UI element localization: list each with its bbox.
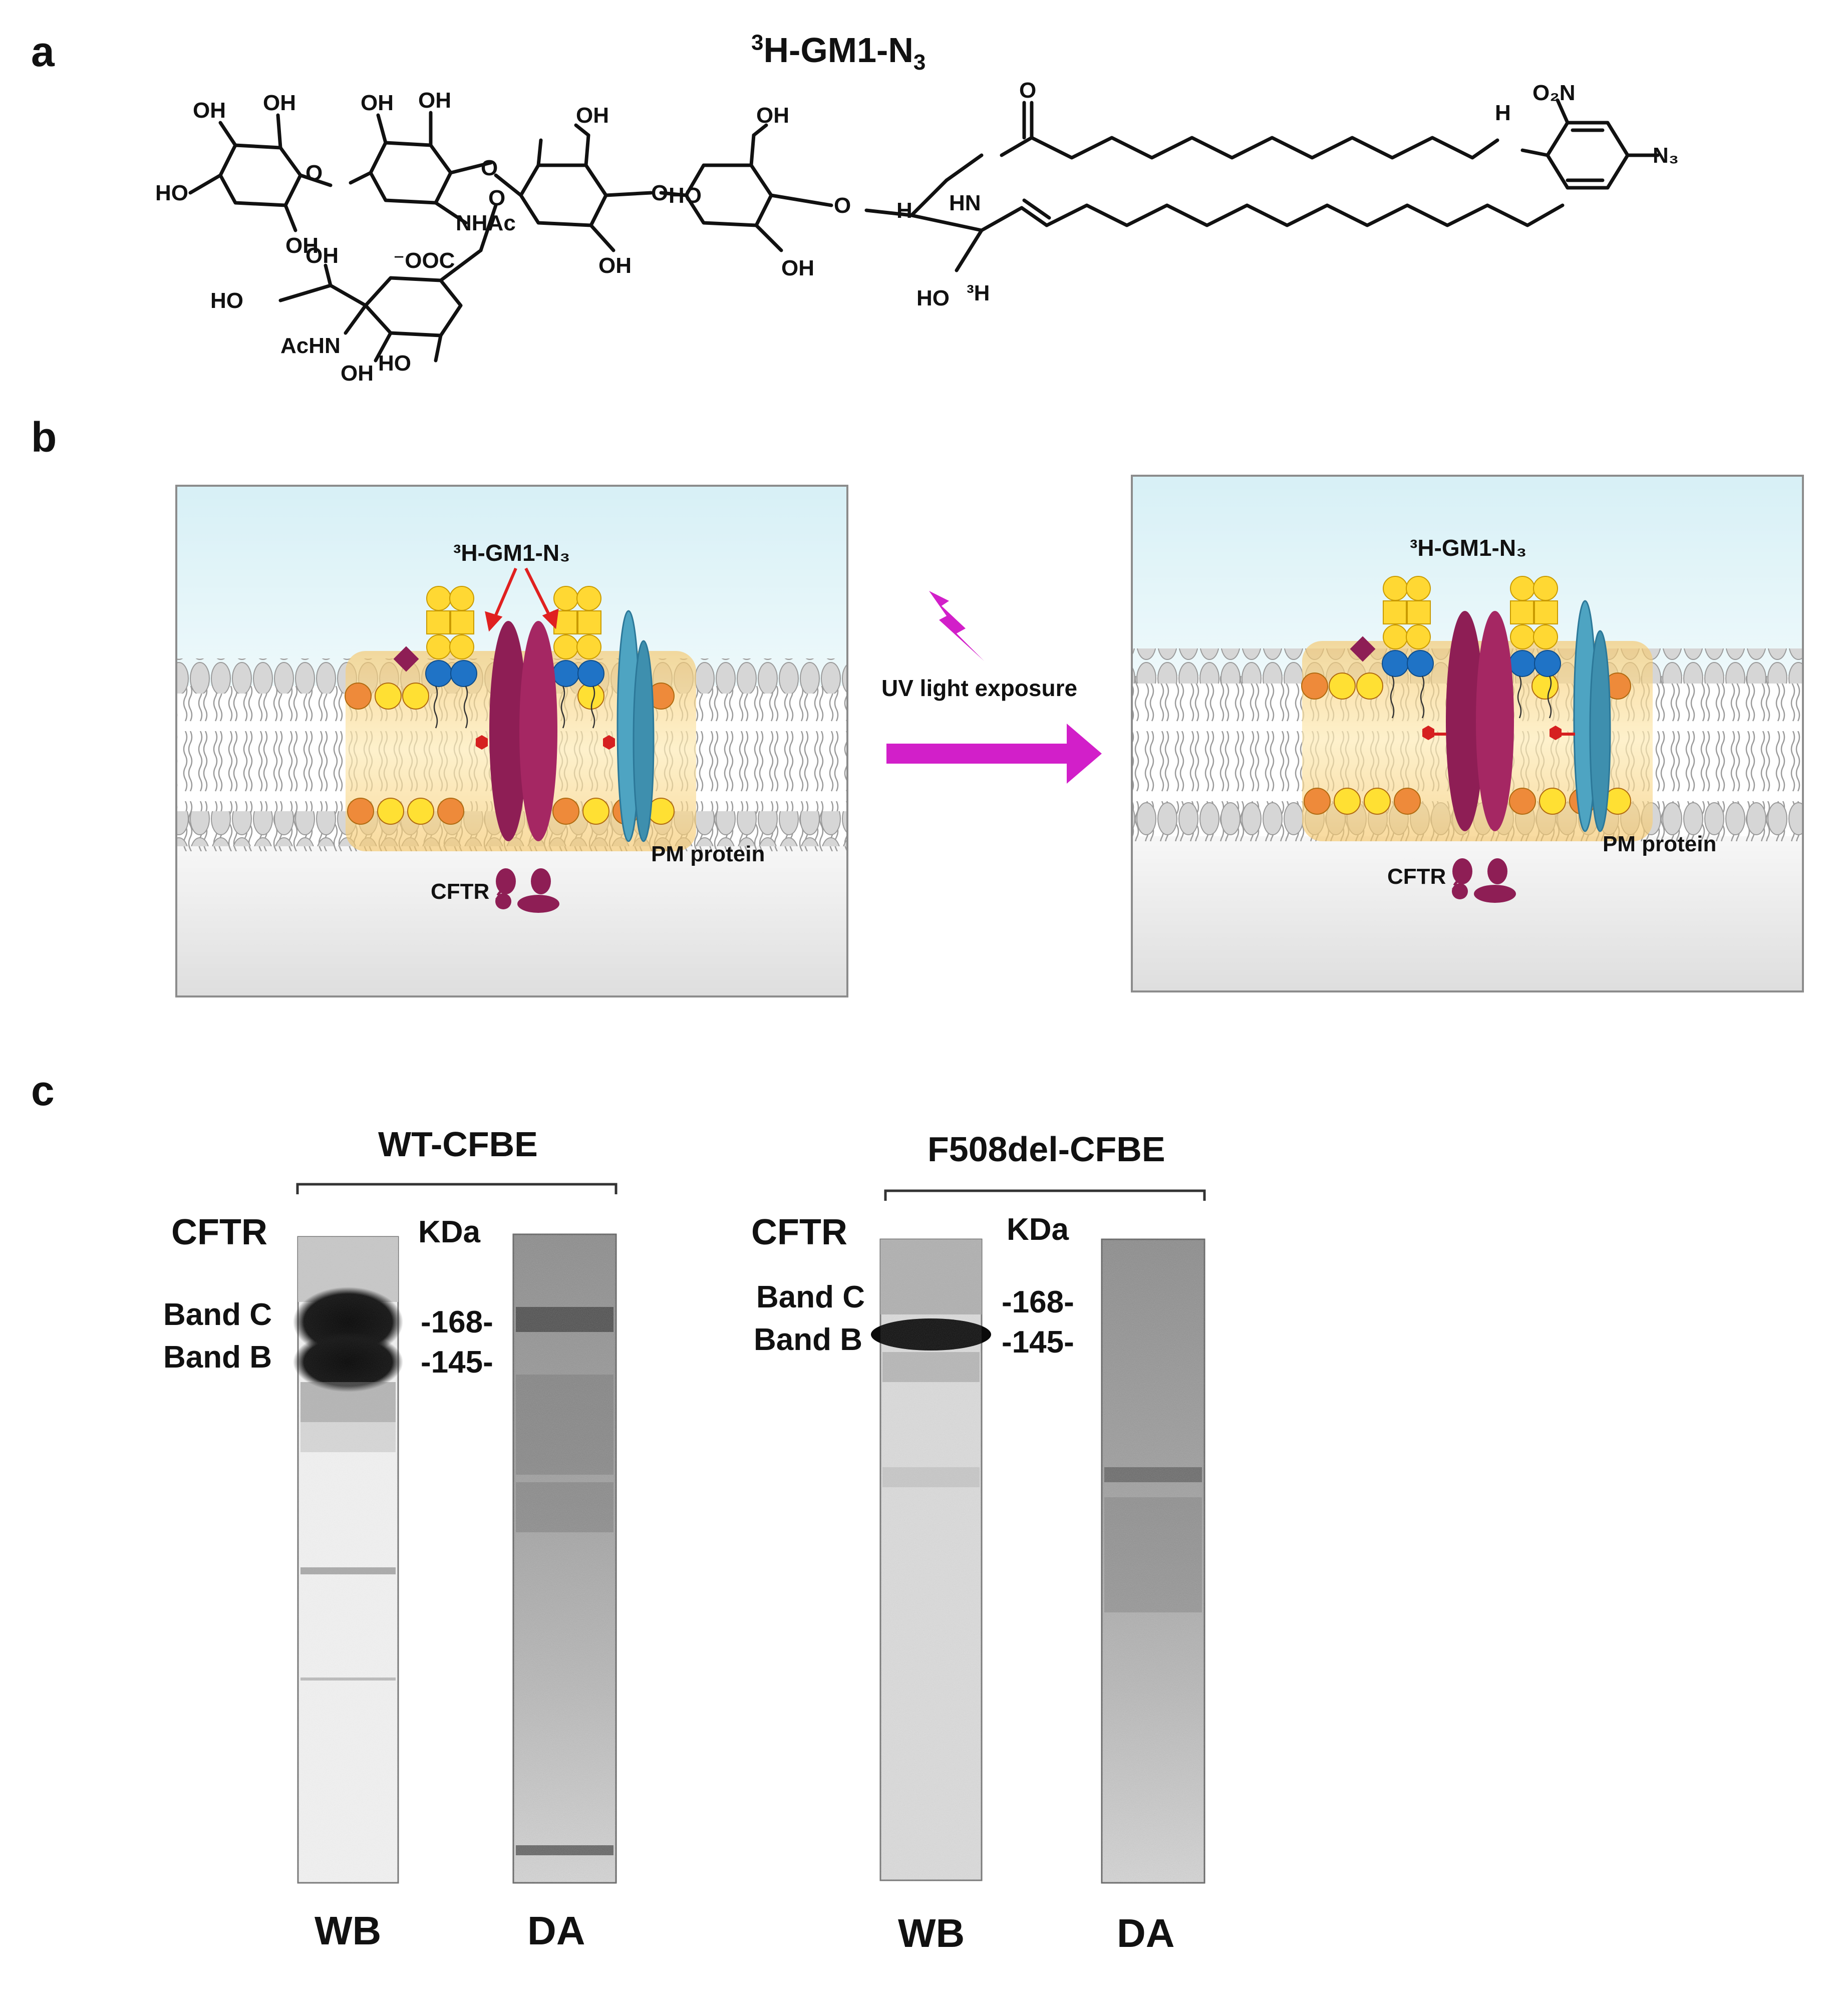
atom-o-2: O: [481, 156, 498, 180]
atom-n3: N₃: [1653, 143, 1679, 168]
pm-protein-label-right: PM protein: [1603, 832, 1716, 856]
atom-oh-9: OH: [781, 256, 814, 280]
compound-title-main: H-GM1-N: [763, 31, 913, 70]
marker-145-wt: -145-: [421, 1345, 493, 1380]
uv-label: UV light exposure: [881, 675, 1077, 701]
gel-lane-wt-wb: [293, 1236, 403, 1884]
atom-ho-3: HO: [210, 288, 243, 313]
kda-label-f508: KDa: [1007, 1212, 1069, 1247]
marker-145-f508: -145-: [1002, 1325, 1074, 1360]
atom-oh-6: OH: [576, 103, 609, 128]
lane-label-f508-wb: WB: [898, 1911, 965, 1955]
atom-ho-1: HO: [155, 181, 188, 205]
group-header-wt: WT-CFBE: [378, 1125, 538, 1164]
panel-label-c: c: [31, 1067, 55, 1114]
atom-o2n: O₂N: [1532, 81, 1576, 105]
gm1-structure: OH OH HO O OH OH OH NHAc O OH ⁻OOC O OH …: [155, 80, 1679, 386]
gel-lane-f508-da: [1101, 1238, 1205, 1884]
cftr-label-wt: CFTR: [171, 1212, 267, 1252]
lightning-icon: [929, 591, 984, 661]
lane-label-f508-da: DA: [1117, 1911, 1175, 1955]
atom-o-5: O: [834, 193, 851, 218]
membrane-box-after: [1131, 475, 1804, 992]
atom-o-6: O: [1019, 80, 1036, 103]
atom-hn: HN: [949, 191, 981, 215]
atom-oh-10: OH: [305, 243, 339, 268]
atom-o-4: O: [651, 181, 668, 205]
atom-nhac: NHAc: [456, 211, 516, 235]
membrane-box-before: [175, 485, 848, 997]
cftr-label-right: CFTR: [1387, 864, 1446, 889]
atom-ho-4: HO: [378, 351, 411, 376]
atom-o-1: O: [305, 161, 323, 185]
marker-168-f508: -168-: [1002, 1285, 1074, 1319]
atom-ho-5: HO: [916, 286, 950, 310]
atom-h-2: H: [1495, 101, 1511, 125]
group-header-f508: F508del-CFBE: [928, 1130, 1165, 1169]
membrane-diagram: ³H-GM1-N₃ ³H-GM1-N₃ CFTR PM protein CFTR…: [175, 475, 1804, 997]
atom-oh-11: OH: [341, 361, 374, 386]
atom-o-3: O: [488, 186, 505, 210]
atom-achn: AcHN: [280, 333, 341, 358]
compound-title-sup: 3: [751, 30, 764, 55]
band-b-label-f508: Band B: [754, 1322, 862, 1357]
compound-title-sub: 3: [913, 50, 926, 75]
lane-label-wt-wb: WB: [315, 1908, 382, 1953]
panel-label-a: a: [31, 28, 55, 75]
uv-arrow-icon: [886, 724, 1102, 784]
gel-lane-wt-da: [512, 1233, 617, 1884]
pm-protein-label-left: PM protein: [651, 842, 765, 866]
atom-oh-4: OH: [361, 91, 394, 115]
atom-ooc: ⁻OOC: [393, 248, 455, 273]
atom-ho-2: HO: [669, 183, 702, 208]
band-c-label-wt: Band C: [163, 1297, 272, 1332]
cftr-label-f508: CFTR: [751, 1212, 847, 1252]
panel-label-b: b: [31, 414, 57, 461]
marker-168-wt: -168-: [421, 1305, 493, 1339]
band-c-label-f508: Band C: [756, 1280, 865, 1314]
atom-oh-8: OH: [756, 103, 789, 128]
lane-label-wt-da: DA: [527, 1908, 585, 1953]
gm1-label-left: ³H-GM1-N₃: [453, 540, 570, 566]
kda-label-wt: KDa: [418, 1215, 481, 1249]
cftr-protein-after: [1446, 611, 1484, 831]
cftr-label-left: CFTR: [431, 879, 489, 904]
band-b-label-wt: Band B: [163, 1340, 272, 1375]
compound-title: 3H-GM1-N3: [751, 30, 926, 75]
atom-oh-2: OH: [263, 91, 296, 115]
atom-oh-7: OH: [598, 253, 632, 278]
atom-tritium: ³H: [967, 281, 990, 305]
cftr-protein-before: [489, 621, 527, 841]
atom-h-1: H: [896, 198, 912, 223]
atom-oh-1: OH: [193, 98, 226, 123]
gm1-label-right: ³H-GM1-N₃: [1410, 535, 1526, 561]
atom-oh-3: OH: [285, 233, 319, 258]
gel-lane-f508-wb: [871, 1238, 991, 1881]
atom-oh-5: OH: [418, 88, 451, 113]
